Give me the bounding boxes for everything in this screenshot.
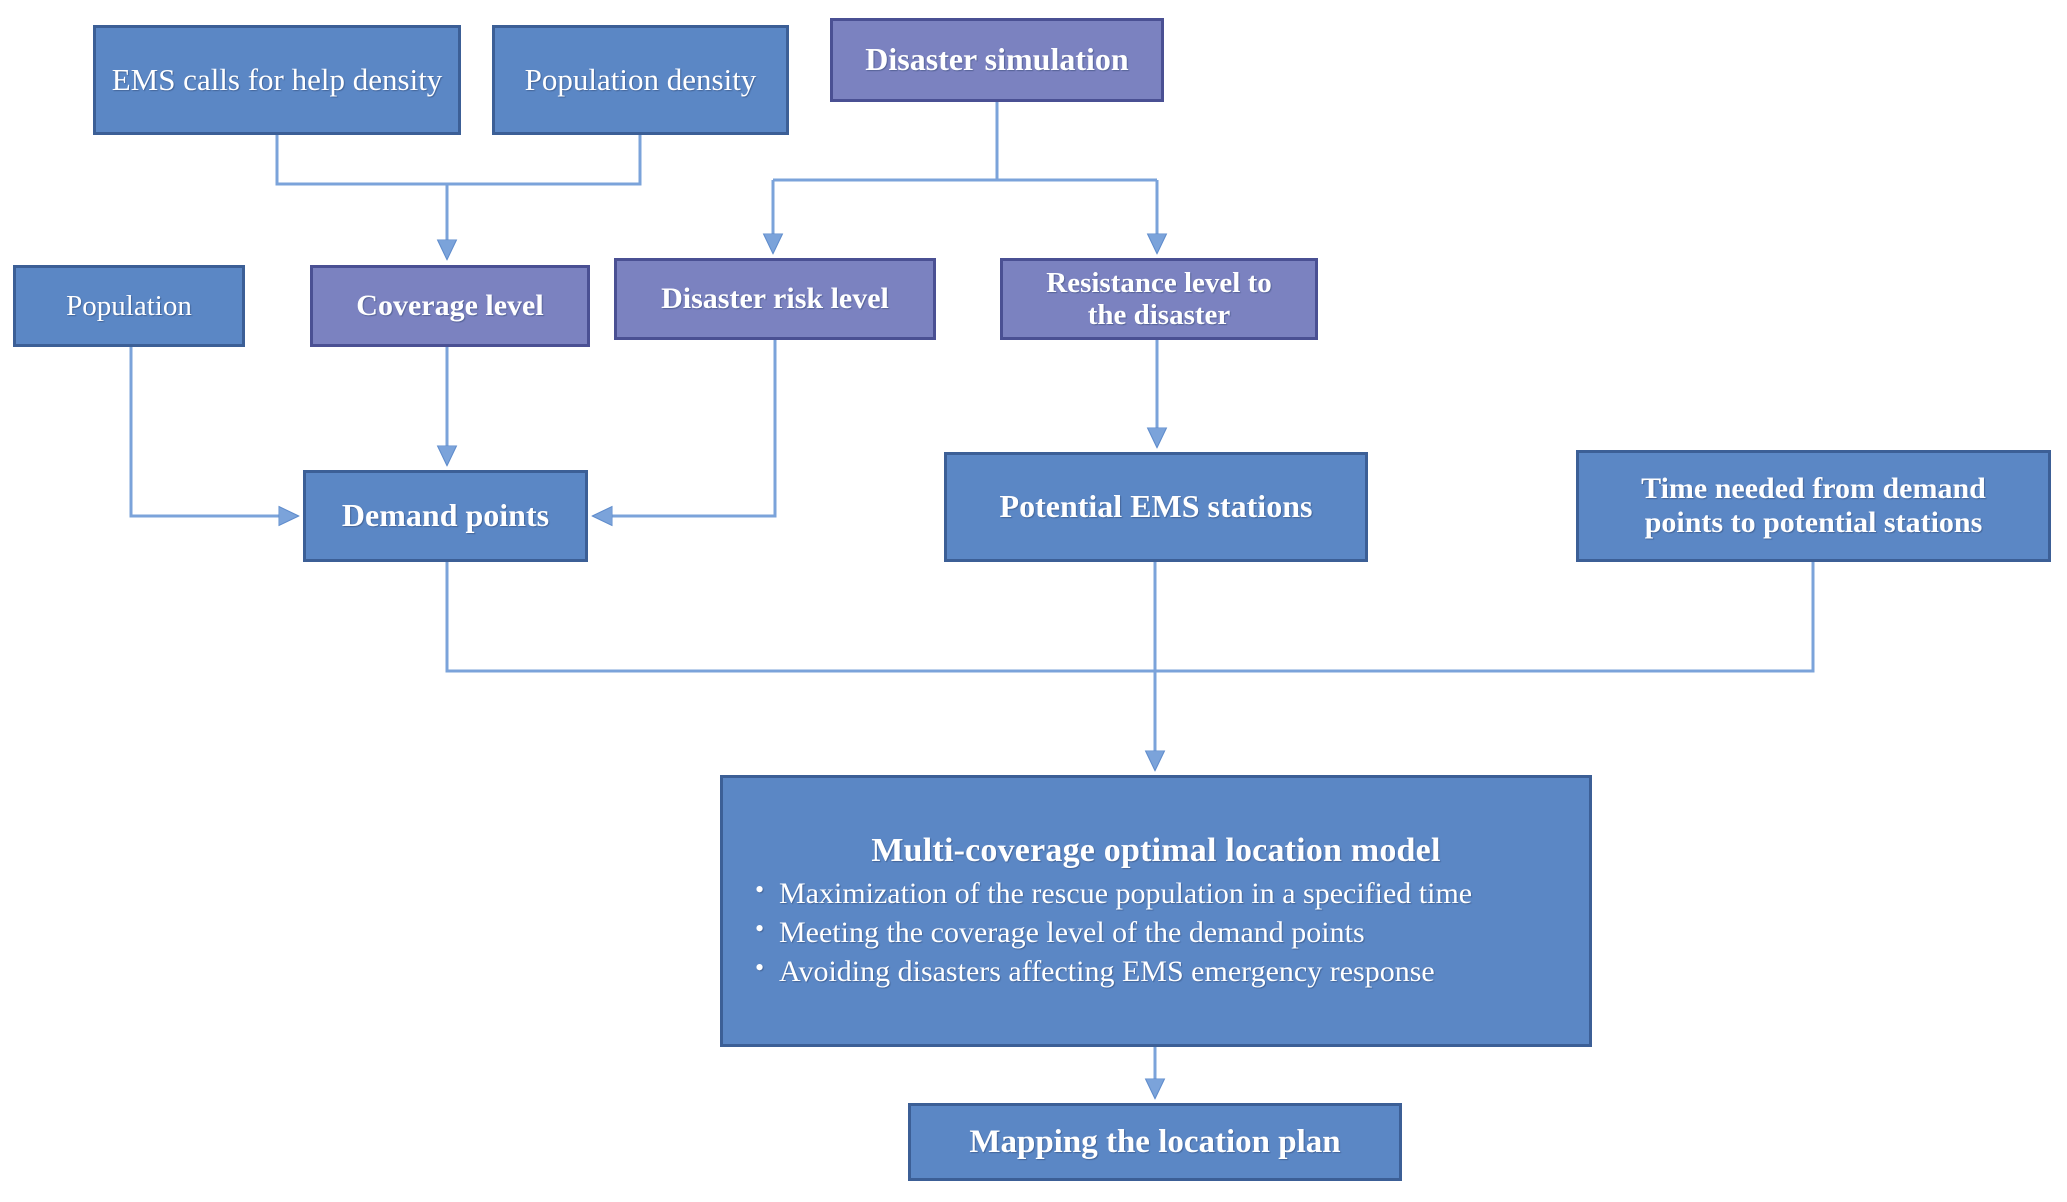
edge-population-to-demand bbox=[129, 347, 297, 516]
node-time-needed-line-2: points to potential stations bbox=[1644, 506, 1983, 539]
node-time-needed-line-1: Time needed from demand bbox=[1641, 472, 1986, 506]
edge-popdensity-to-merge bbox=[447, 135, 642, 186]
node-disaster-risk-level[interactable]: Disaster risk level bbox=[614, 258, 936, 340]
model-bullet-list: Maximization of the rescue population in… bbox=[749, 873, 1563, 991]
node-population-density[interactable]: Population density bbox=[492, 25, 789, 135]
node-mapping-the-location-plan-label: Mapping the location plan bbox=[969, 1123, 1341, 1160]
node-disaster-simulation[interactable]: Disaster simulation bbox=[830, 18, 1164, 102]
edge-risk-to-demand bbox=[594, 340, 777, 516]
node-demand-points[interactable]: Demand points bbox=[303, 470, 588, 562]
node-resistance-level-line-1: Resistance level to bbox=[1046, 266, 1272, 299]
node-mapping-the-location-plan[interactable]: Mapping the location plan bbox=[908, 1103, 1402, 1181]
node-multi-coverage-optimal-location-model[interactable]: Multi-coverage optimal location model Ma… bbox=[720, 775, 1592, 1047]
node-ems-calls-density[interactable]: EMS calls for help density bbox=[93, 25, 461, 135]
node-potential-ems-stations[interactable]: Potential EMS stations bbox=[944, 452, 1368, 562]
node-potential-ems-stations-label: Potential EMS stations bbox=[999, 488, 1313, 525]
model-bullet-item: Meeting the coverage level of the demand… bbox=[749, 912, 1563, 952]
node-population[interactable]: Population bbox=[13, 265, 245, 347]
edge-time-to-bus bbox=[1155, 562, 1815, 673]
node-resistance-level-line-2: the disaster bbox=[1087, 299, 1231, 331]
node-demand-points-label: Demand points bbox=[341, 497, 550, 534]
node-population-label: Population bbox=[66, 289, 192, 322]
model-bullet-item: Maximization of the rescue population in… bbox=[749, 873, 1563, 913]
node-disaster-risk-level-label: Disaster risk level bbox=[661, 282, 889, 316]
edge-ems-to-merge bbox=[275, 135, 447, 186]
node-ems-calls-density-label: EMS calls for help density bbox=[111, 61, 443, 97]
edge-demand-to-bus bbox=[445, 562, 1155, 673]
model-content: Multi-coverage optimal location model Ma… bbox=[723, 832, 1589, 991]
model-title: Multi-coverage optimal location model bbox=[871, 831, 1441, 869]
node-resistance-level-to-the-disaster[interactable]: Resistance level to the disaster bbox=[1000, 258, 1318, 340]
node-coverage-level[interactable]: Coverage level bbox=[310, 265, 590, 347]
node-disaster-simulation-label: Disaster simulation bbox=[865, 41, 1129, 78]
node-population-density-label: Population density bbox=[524, 61, 757, 97]
node-time-needed-demand-to-stations[interactable]: Time needed from demand points to potent… bbox=[1576, 450, 2051, 562]
model-bullet-item: Avoiding disasters affecting EMS emergen… bbox=[749, 951, 1563, 991]
node-coverage-level-label: Coverage level bbox=[356, 289, 544, 323]
